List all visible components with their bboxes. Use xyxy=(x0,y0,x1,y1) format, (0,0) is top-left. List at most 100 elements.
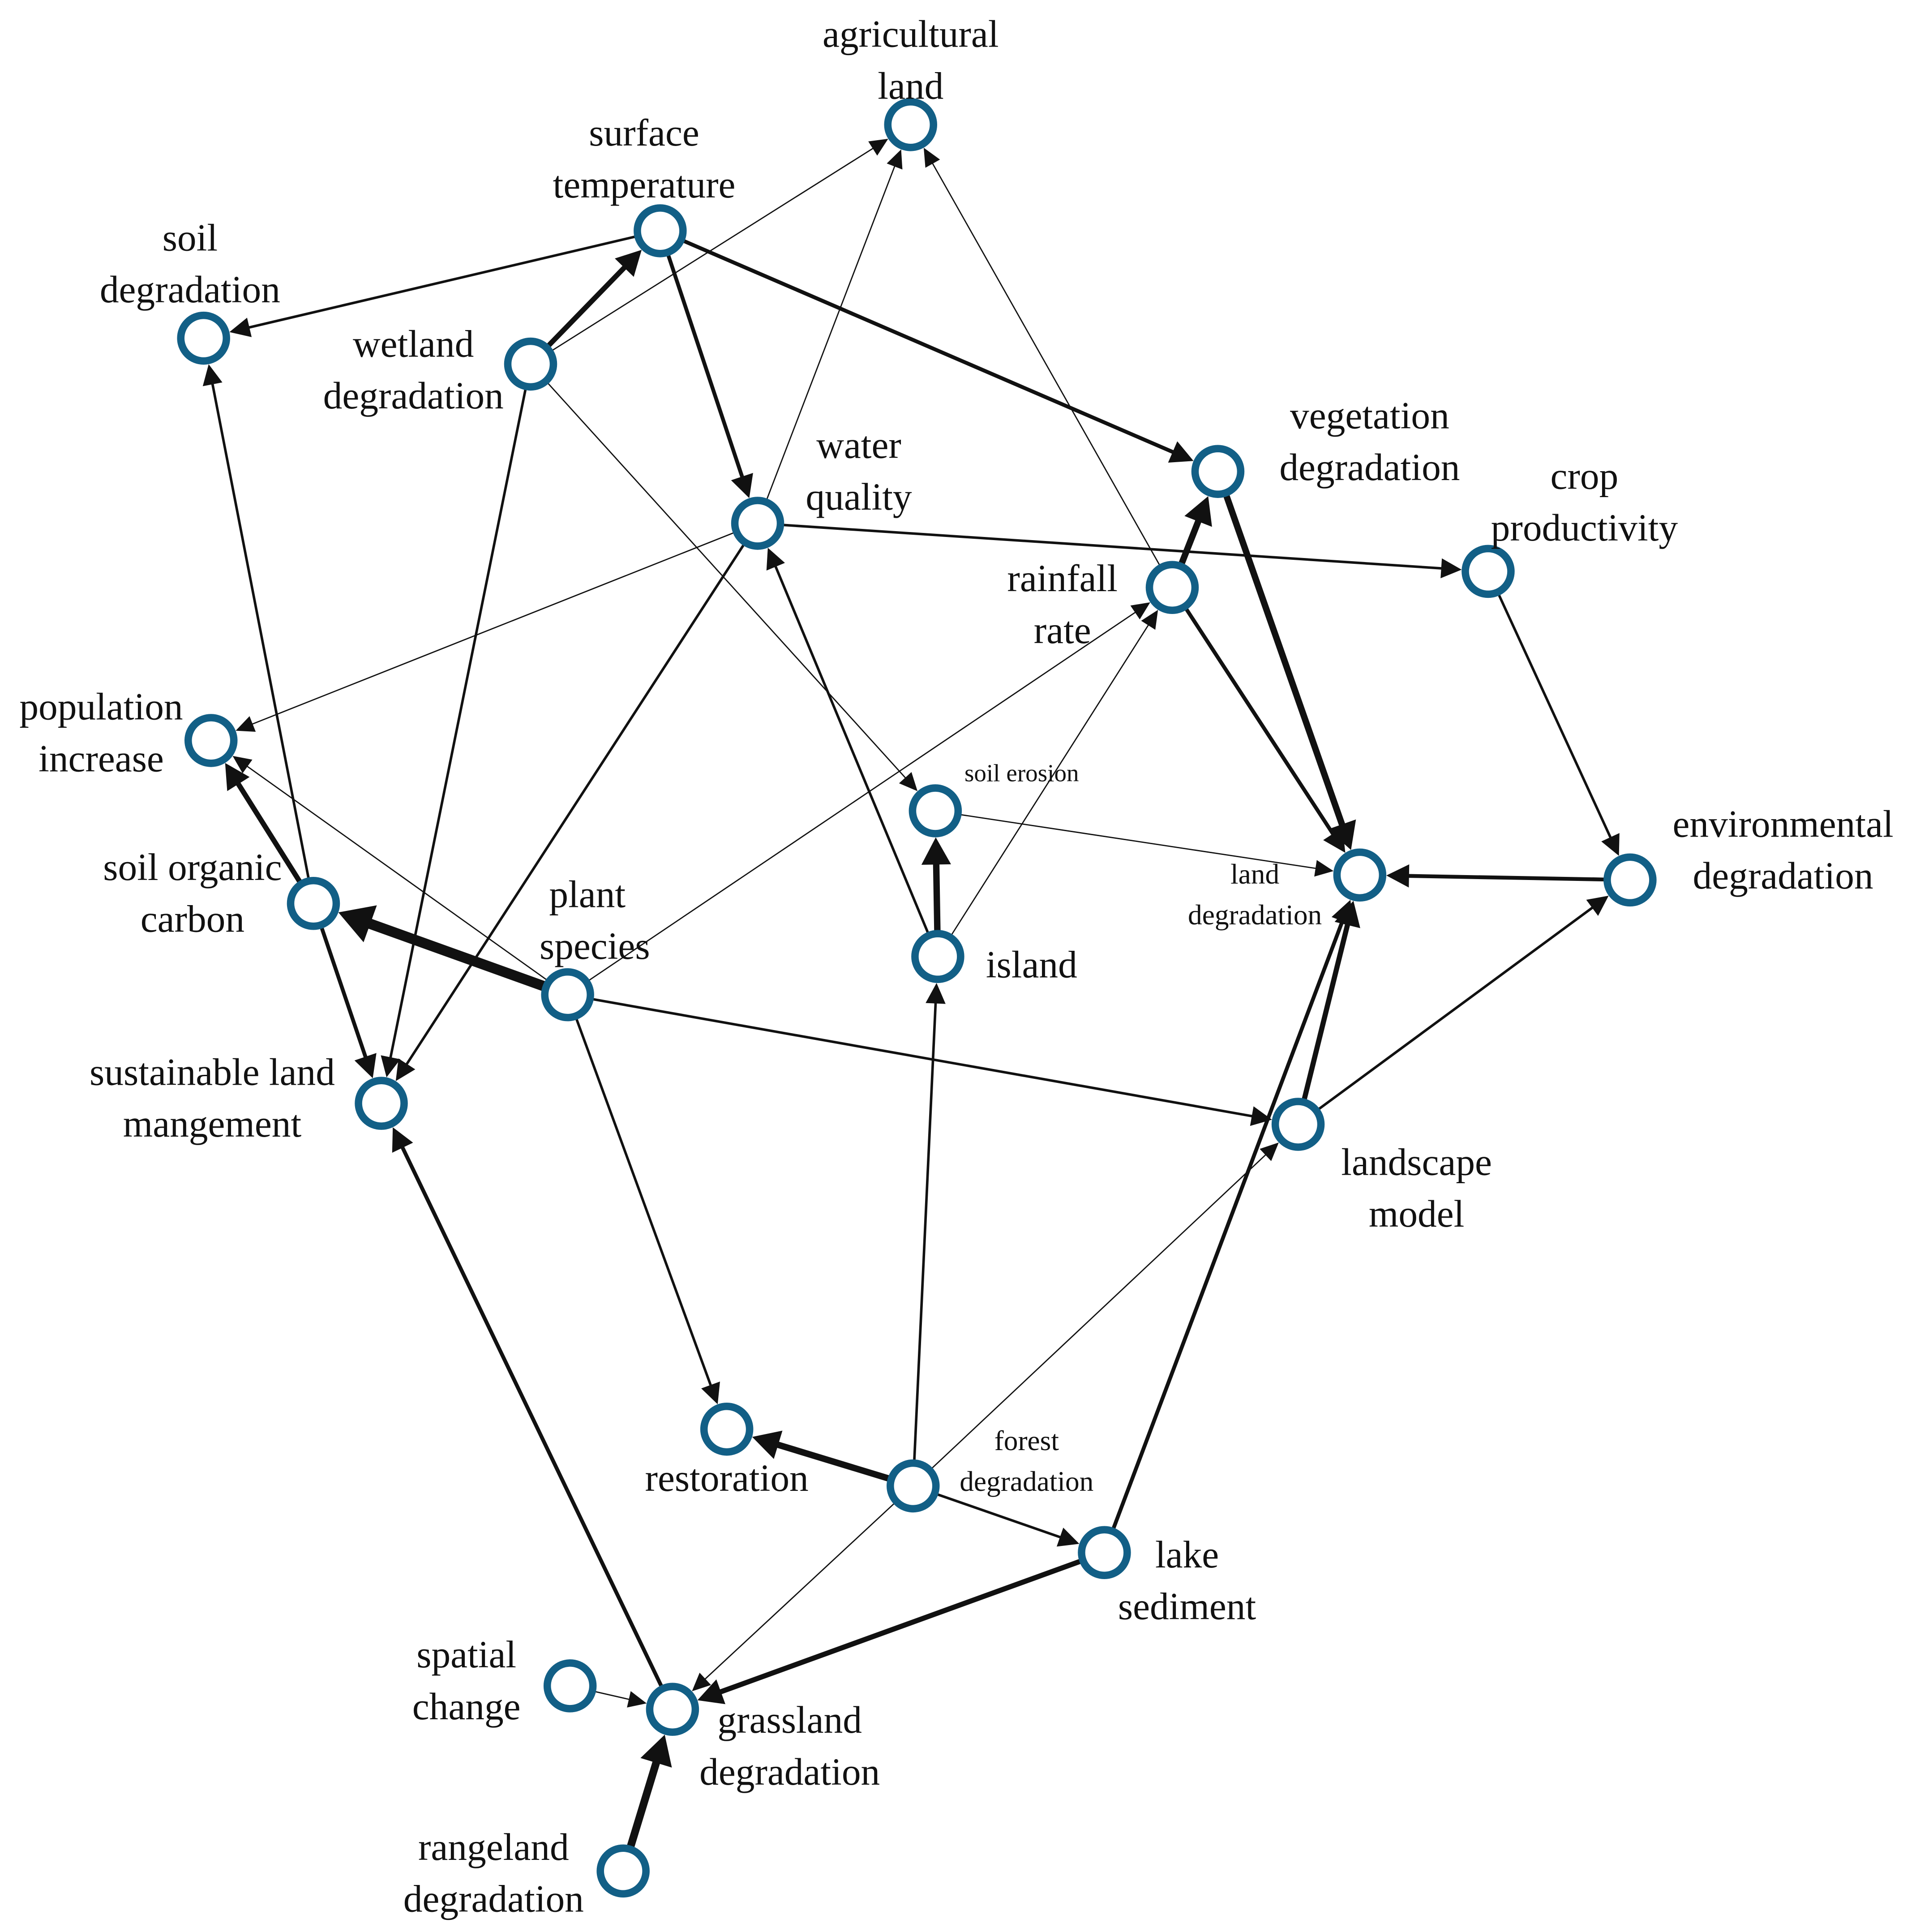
edge-plant-species-to-soil-organic-carbon xyxy=(338,905,546,991)
edge-lake-sediment-to-land-degradation xyxy=(1111,900,1354,1530)
node-label-soil-organic-carbon: carbon xyxy=(141,898,244,940)
arrowhead xyxy=(899,772,918,791)
arrowhead xyxy=(923,147,940,168)
arrowhead xyxy=(229,318,252,337)
node-soil-erosion[interactable] xyxy=(909,784,962,837)
node-soil-degradation[interactable] xyxy=(177,311,230,365)
node-label-wetland-degradation: degradation xyxy=(323,375,504,417)
node-crop-productivity[interactable] xyxy=(1461,545,1515,598)
edge-layer xyxy=(202,138,1620,1848)
node-label-crop-productivity: crop xyxy=(1551,455,1619,497)
node-label-water-quality: quality xyxy=(806,476,912,518)
edge-soil-erosion-to-land-degradation xyxy=(960,814,1334,877)
edge-line xyxy=(389,388,527,1059)
edge-water-quality-to-agricultural-land xyxy=(766,149,903,500)
arrowhead xyxy=(395,1058,416,1081)
arrowhead xyxy=(868,138,888,156)
arrowhead xyxy=(926,983,946,1004)
edge-line xyxy=(1302,923,1350,1101)
node-label-land-degradation: degradation xyxy=(1188,899,1322,931)
edge-line xyxy=(960,814,1317,869)
edge-crop-productivity-to-environmental-degradation xyxy=(1497,594,1620,856)
node-label-soil-degradation: degradation xyxy=(100,269,280,311)
arrowhead xyxy=(1328,819,1356,850)
node-rangeland-degradation[interactable] xyxy=(596,1844,650,1898)
edge-line xyxy=(1179,519,1202,565)
arrowhead xyxy=(1586,895,1609,916)
edge-environmental-degradation-to-land-degradation xyxy=(1386,864,1605,888)
edge-soil-organic-carbon-to-soil-degradation xyxy=(202,364,310,879)
arrowhead xyxy=(887,149,903,170)
edge-line xyxy=(951,624,1149,936)
arrowhead xyxy=(1260,1142,1279,1161)
node-label-forest-degradation: degradation xyxy=(960,1466,1093,1497)
node-plant-species[interactable] xyxy=(541,968,594,1022)
arrowhead xyxy=(697,1679,725,1704)
edge-surface-temperature-to-soil-degradation xyxy=(229,235,636,337)
node-label-soil-degradation: soil xyxy=(163,217,218,259)
edge-forest-degradation-to-landscape-model xyxy=(931,1142,1279,1469)
node-layer xyxy=(177,98,1657,1898)
edge-line xyxy=(594,1691,630,1700)
node-label-surface-temperature: temperature xyxy=(553,164,736,206)
node-spatial-change[interactable] xyxy=(543,1659,597,1713)
arrowhead xyxy=(236,716,256,732)
edge-plant-species-to-restoration xyxy=(575,1018,720,1404)
node-wetland-degradation[interactable] xyxy=(504,337,557,391)
edge-line xyxy=(405,544,745,1065)
node-population-increase[interactable] xyxy=(184,714,238,767)
edge-soil-organic-carbon-to-sustainable-land-management xyxy=(320,927,377,1078)
edge-line xyxy=(1223,494,1346,827)
edge-wetland-degradation-to-agricultural-land xyxy=(552,138,888,352)
arrowhead xyxy=(731,472,753,498)
edge-line xyxy=(931,1154,1267,1469)
node-label-rangeland-degradation: rangeland xyxy=(418,1826,569,1868)
edge-line xyxy=(1408,874,1605,882)
node-grassland-degradation[interactable] xyxy=(646,1683,699,1736)
arrowhead xyxy=(701,1381,720,1404)
node-label-plant-species: plant xyxy=(549,874,626,916)
edge-water-quality-to-crop-productivity xyxy=(783,524,1462,579)
node-label-crop-productivity: productivity xyxy=(1491,507,1678,549)
node-landscape-model[interactable] xyxy=(1271,1098,1325,1151)
arrowhead xyxy=(202,364,223,386)
edge-line xyxy=(682,239,1174,454)
node-label-spatial-change: spatial xyxy=(416,1634,516,1676)
node-soil-organic-carbon[interactable] xyxy=(287,876,340,930)
arrowhead xyxy=(1141,610,1158,630)
node-label-spatial-change: change xyxy=(412,1686,521,1728)
edge-wetland-degradation-to-surface-temperature xyxy=(546,249,642,348)
node-rainfall-rate[interactable] xyxy=(1145,561,1199,614)
node-agricultural-land[interactable] xyxy=(884,98,938,151)
node-water-quality[interactable] xyxy=(731,497,784,550)
arrowhead xyxy=(1440,558,1462,579)
edge-line xyxy=(246,765,548,981)
node-land-degradation[interactable] xyxy=(1333,848,1387,902)
node-label-agricultural-land: land xyxy=(878,65,943,107)
edge-island-to-water-quality xyxy=(766,548,930,934)
node-environmental-degradation[interactable] xyxy=(1603,853,1657,907)
node-lake-sediment[interactable] xyxy=(1078,1526,1131,1580)
edge-line xyxy=(592,998,1253,1118)
edge-island-to-soil-erosion xyxy=(921,837,951,932)
node-sustainable-land-management[interactable] xyxy=(355,1077,408,1130)
node-forest-degradation[interactable] xyxy=(887,1459,940,1513)
edge-forest-degradation-to-lake-sediment xyxy=(936,1493,1080,1547)
node-vegetation-degradation[interactable] xyxy=(1191,445,1245,498)
arrowhead xyxy=(381,1055,401,1078)
edge-rainfall-rate-to-agricultural-land xyxy=(923,147,1161,566)
edge-line xyxy=(236,782,302,884)
edge-line xyxy=(936,1493,1062,1539)
node-restoration[interactable] xyxy=(700,1402,754,1456)
arrowhead xyxy=(1184,496,1212,527)
node-label-rainfall-rate: rainfall xyxy=(1007,558,1118,600)
node-label-surface-temperature: surface xyxy=(589,112,699,154)
node-label-landscape-model: model xyxy=(1369,1193,1464,1235)
edge-line xyxy=(251,532,735,725)
node-island[interactable] xyxy=(911,930,964,983)
node-label-population-increase: increase xyxy=(39,738,164,780)
edge-lake-sediment-to-grassland-degradation xyxy=(697,1558,1082,1704)
node-surface-temperature[interactable] xyxy=(634,204,687,258)
edge-water-quality-to-sustainable-land-management xyxy=(395,544,745,1081)
